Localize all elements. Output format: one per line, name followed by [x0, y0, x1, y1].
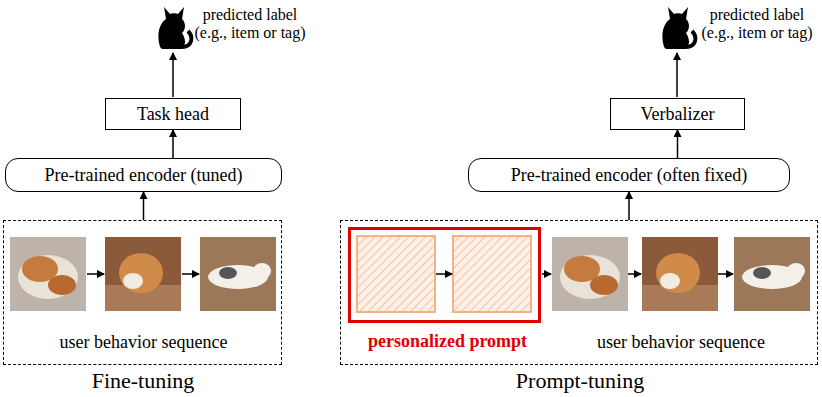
node-label: user behavior sequence: [4, 332, 283, 353]
prompt-group: personalized prompt: [348, 227, 541, 323]
node-label: Task head: [137, 104, 209, 125]
sequence-arrow: [628, 273, 641, 275]
photo: [200, 237, 276, 311]
sequence-group: user behavior sequencepersonalized promp…: [340, 220, 818, 365]
prompt-token: [357, 236, 435, 312]
sequence-arrow: [718, 273, 733, 275]
encoder-box: Pre-trained encoder (often fixed): [468, 158, 790, 192]
prompt-token: [453, 236, 531, 312]
output-label: predicted label (e.g., item or tag): [193, 6, 307, 42]
node-label: Pre-trained encoder (tuned): [45, 165, 243, 186]
cat-icon: [662, 7, 695, 49]
output-arrow: [676, 53, 678, 97]
node-label: user behavior sequence: [549, 332, 813, 353]
flow-arrow: [172, 130, 174, 158]
photo: [734, 237, 810, 311]
photo: [105, 237, 181, 311]
sequence-arrow: [182, 273, 199, 275]
sequence-arrow: [87, 273, 104, 275]
photo: [10, 237, 86, 311]
node-label: Verbalizer: [641, 104, 715, 125]
panel-caption: Prompt-tuning: [470, 368, 690, 393]
flow-arrow: [677, 130, 679, 158]
node-label: Pre-trained encoder (often fixed): [511, 165, 747, 186]
panel-caption: Fine-tuning: [43, 368, 243, 393]
cat-icon: [158, 7, 191, 49]
encoder-box: Pre-trained encoder (tuned): [5, 158, 282, 192]
sequence-arrow: [542, 273, 551, 275]
sequence-arrow: [436, 273, 452, 275]
verbalizer-box: Verbalizer: [610, 98, 745, 130]
output-label: predicted label (e.g., item or tag): [700, 6, 814, 42]
output-arrow: [172, 53, 174, 97]
prompt-label: personalized prompt: [346, 331, 549, 352]
sequence-group: user behavior sequence: [3, 220, 282, 365]
flow-arrow: [143, 192, 145, 220]
task-head-box: Task head: [105, 98, 241, 130]
flow-arrow: [628, 192, 630, 220]
photo: [642, 237, 718, 311]
photo: [552, 237, 628, 311]
